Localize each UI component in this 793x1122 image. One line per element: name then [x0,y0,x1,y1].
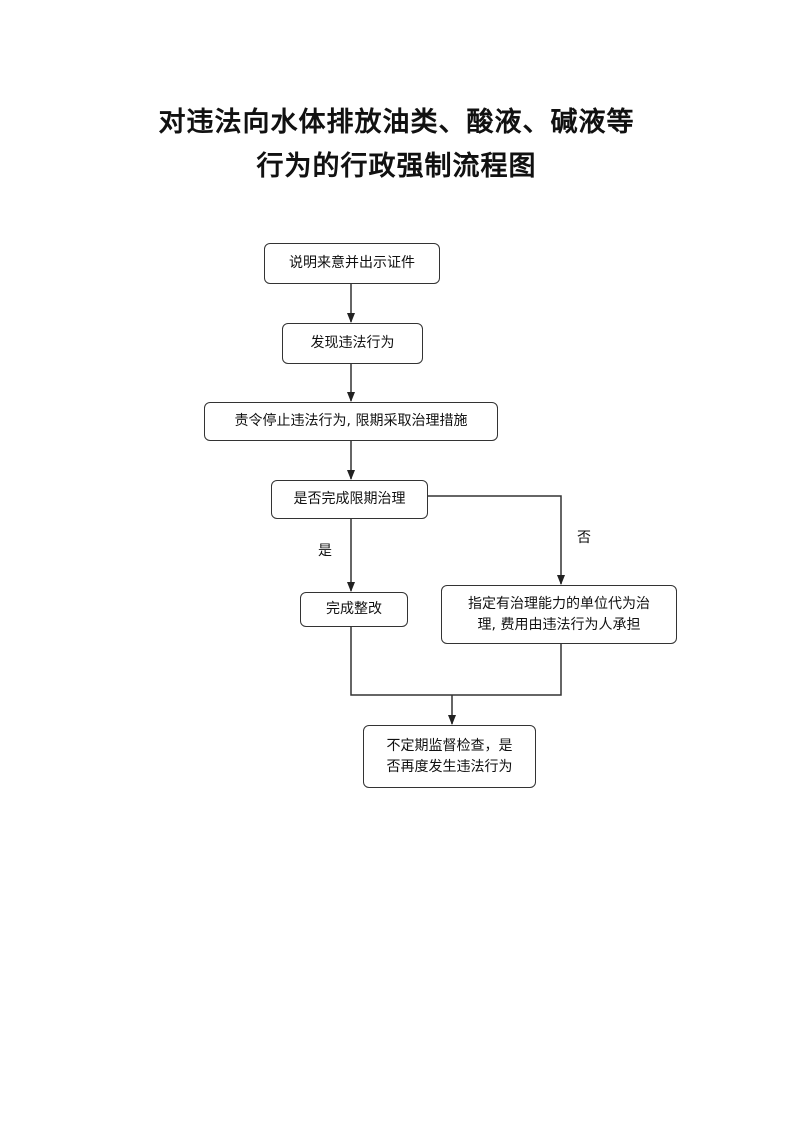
node-show-id-label: 说明来意并出示证件 [289,255,415,271]
node-show-id: 说明来意并出示证件 [264,243,440,284]
edge-label-no: 否 [577,530,591,546]
node-order-stop: 责令停止违法行为, 限期采取治理措施 [204,402,498,441]
node-inspect-label-line-2: 否再度发生违法行为 [386,758,513,775]
node-complete: 完成整改 [300,592,408,627]
edge-label-yes: 是 [318,543,332,559]
node-delegate-label-line-1: 指定有治理能力的单位代为治 [468,595,650,612]
node-complete-label: 完成整改 [326,601,382,617]
node-discover-label: 发现违法行为 [310,335,395,351]
node-discover: 发现违法行为 [282,323,423,364]
node-delegate-label-line-2: 理, 费用由违法行为人承担 [477,616,641,633]
node-inspect-label-line-1: 不定期监督检查，是 [386,737,513,754]
node-delegate: 指定有治理能力的单位代为治 理, 费用由违法行为人承担 [441,585,677,644]
node-decision: 是否完成限期治理 [271,480,428,519]
node-inspect: 不定期监督检查，是 否再度发生违法行为 [363,725,536,788]
arrow-decision-to-delegate [428,495,565,585]
page-title-line-2: 行为的行政强制流程图 [256,151,537,182]
line-complete-to-merge [350,627,562,696]
page-title-line-1: 对违法向水体排放油类、酸液、碱液等 [158,107,635,138]
node-decision-label: 是否完成限期治理 [293,491,406,507]
node-order-stop-label: 责令停止违法行为, 限期采取治理措施 [234,413,468,429]
